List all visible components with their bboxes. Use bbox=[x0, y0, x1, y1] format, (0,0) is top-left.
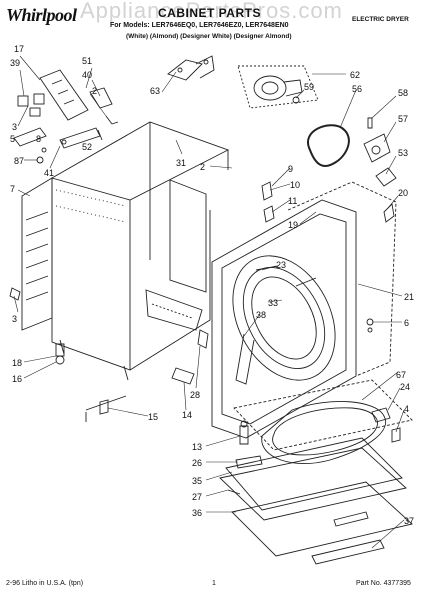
callout-8: 8 bbox=[36, 134, 41, 144]
callout-26: 26 bbox=[192, 458, 202, 468]
callout-14: 14 bbox=[182, 410, 192, 420]
callout-67: 67 bbox=[396, 370, 406, 380]
watermark: AppliancePartsPros.com bbox=[80, 0, 343, 23]
callout-37: 37 bbox=[404, 516, 414, 526]
callout-labels: 17 39 51 40 3 87 41 63 62 59 56 58 57 53… bbox=[10, 44, 414, 526]
leveling-legs bbox=[9, 287, 209, 422]
callout-5: 5 bbox=[10, 134, 15, 144]
callout-4: 4 bbox=[404, 404, 409, 414]
callout-36: 36 bbox=[192, 508, 202, 518]
right-small-parts bbox=[363, 117, 397, 223]
callout-11: 11 bbox=[288, 196, 297, 206]
callout-9: 9 bbox=[288, 164, 293, 174]
drive-motor bbox=[237, 65, 319, 109]
callout-28: 28 bbox=[190, 390, 200, 400]
callout-59: 59 bbox=[304, 82, 314, 92]
cabinet-body bbox=[21, 121, 230, 381]
callout-10: 10 bbox=[290, 180, 300, 190]
callout-13: 13 bbox=[192, 442, 202, 452]
callout-58: 58 bbox=[398, 88, 408, 98]
callout-62: 62 bbox=[350, 70, 360, 80]
callout-38: 38 bbox=[256, 310, 266, 320]
callout-23: 23 bbox=[276, 260, 286, 270]
model-list: For Models: LER7646EQ0, LER7646EZ0, LER7… bbox=[110, 22, 289, 29]
callout-41: 41 bbox=[44, 168, 54, 178]
callout-24: 24 bbox=[400, 382, 410, 392]
callout-3: 3 bbox=[12, 122, 17, 132]
brand-logo: Whirlpool bbox=[6, 5, 77, 25]
callout-17: 17 bbox=[14, 44, 24, 54]
callout-35: 35 bbox=[192, 476, 202, 486]
callout-7: 7 bbox=[10, 184, 15, 194]
leader-lines bbox=[13, 55, 405, 549]
door-assembly bbox=[219, 379, 413, 565]
callout-2-upper: 2 bbox=[92, 86, 97, 96]
footer-page-number: 1 bbox=[212, 580, 216, 587]
callout-33: 33 bbox=[268, 298, 278, 308]
callout-3-lower: 3 bbox=[12, 314, 17, 324]
top-brackets bbox=[167, 55, 215, 81]
callout-18: 18 bbox=[12, 358, 22, 368]
color-list: (White) (Almond) (Designer White) (Desig… bbox=[126, 33, 292, 40]
callout-87: 87 bbox=[14, 156, 24, 166]
callout-27: 27 bbox=[192, 492, 202, 502]
callout-19: 19 bbox=[288, 220, 298, 230]
callout-40: 40 bbox=[82, 70, 92, 80]
callout-57: 57 bbox=[398, 114, 408, 124]
product-type: ELECTRIC DRYER bbox=[352, 16, 409, 23]
page-title: CABINET PARTS bbox=[158, 6, 261, 20]
front-panel bbox=[211, 181, 397, 439]
callout-39: 39 bbox=[10, 58, 20, 68]
callout-2: 2 bbox=[200, 162, 205, 172]
callout-20: 20 bbox=[398, 188, 408, 198]
callout-21: 21 bbox=[404, 292, 414, 302]
callout-53: 53 bbox=[398, 148, 408, 158]
footer-print-info: 2-96 Litho in U.S.A. (tpn) bbox=[6, 580, 84, 587]
callout-6: 6 bbox=[404, 318, 409, 328]
footer-part-number: Part No. 4377395 bbox=[356, 580, 411, 587]
callout-52: 52 bbox=[82, 142, 92, 152]
callout-51: 51 bbox=[82, 56, 92, 66]
callout-56: 56 bbox=[352, 84, 362, 94]
callout-16: 16 bbox=[12, 374, 22, 384]
callout-15: 15 bbox=[148, 412, 158, 422]
callout-63: 63 bbox=[150, 86, 160, 96]
drive-belt bbox=[307, 124, 350, 167]
callout-31: 31 bbox=[176, 158, 186, 168]
